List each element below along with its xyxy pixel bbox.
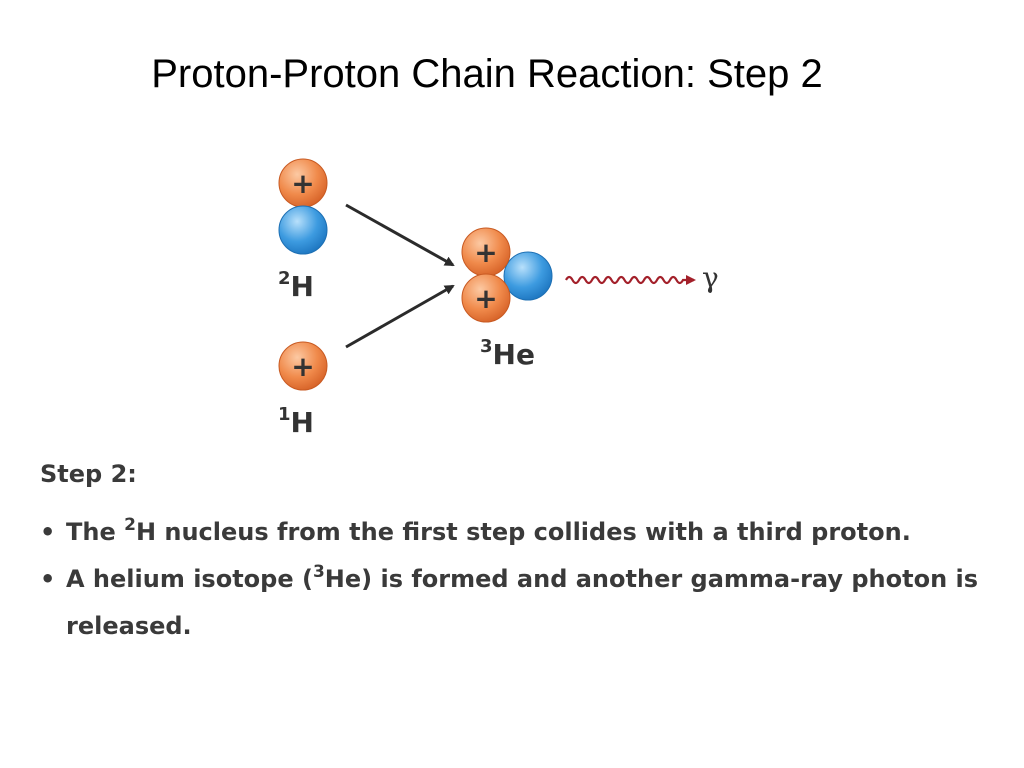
proton-plus-sign: + xyxy=(291,167,314,200)
bullet-item: • A helium isotope (3He) is formed and a… xyxy=(40,557,1000,648)
hydrogen-mass-number: 1 xyxy=(278,404,291,425)
neutron-particle xyxy=(278,205,328,255)
bullet-text-pre: The xyxy=(66,518,125,546)
mass-number-superscript: 3 xyxy=(312,562,325,582)
gamma-symbol: γ xyxy=(702,261,719,294)
hydrogen-element: H xyxy=(291,406,314,439)
helium3-label: 3He xyxy=(480,336,535,371)
reaction-diagram: + 2H + 1H + + 3He γ xyxy=(278,158,719,439)
bullet-dot: • xyxy=(40,518,56,546)
neutron-particle xyxy=(503,251,553,301)
step-bullet-list: • The 2H nucleus from the first step col… xyxy=(40,510,1000,648)
deuterium-label: 2H xyxy=(278,268,314,303)
mass-number-superscript: 2 xyxy=(124,515,136,535)
deuterium-element: H xyxy=(291,270,314,303)
helium3-nucleus: + + xyxy=(461,227,553,323)
helium3-mass-number: 3 xyxy=(480,336,493,357)
slide-title: Proton-Proton Chain Reaction: Step 2 xyxy=(151,52,823,96)
reaction-arrow-bottom xyxy=(345,284,455,349)
deuterium-mass-number: 2 xyxy=(278,268,291,289)
bullet-text-post: H nucleus from the first step collides w… xyxy=(135,518,911,546)
bullet-text-post: He) is formed and another gamma-ray phot… xyxy=(66,565,979,640)
bullet-text-pre: A helium isotope ( xyxy=(66,565,313,593)
gamma-photon-wave xyxy=(565,275,696,285)
proton-particle xyxy=(461,273,511,323)
helium3-element: He xyxy=(493,338,535,371)
proton-plus-sign: + xyxy=(474,282,497,315)
bullet-dot: • xyxy=(40,565,56,593)
reaction-arrow-top xyxy=(345,203,455,267)
step-heading: Step 2: xyxy=(40,460,137,488)
deuterium-nucleus: + xyxy=(278,158,328,255)
bullet-item: • The 2H nucleus from the first step col… xyxy=(40,510,1000,557)
hydrogen-nucleus: + xyxy=(278,341,328,391)
step-description: Step 2: • The 2H nucleus from the first … xyxy=(40,460,1000,648)
hydrogen-label: 1H xyxy=(278,404,314,439)
proton-plus-sign: + xyxy=(474,236,497,269)
proton-particle xyxy=(278,341,328,391)
proton-plus-sign: + xyxy=(291,350,314,383)
